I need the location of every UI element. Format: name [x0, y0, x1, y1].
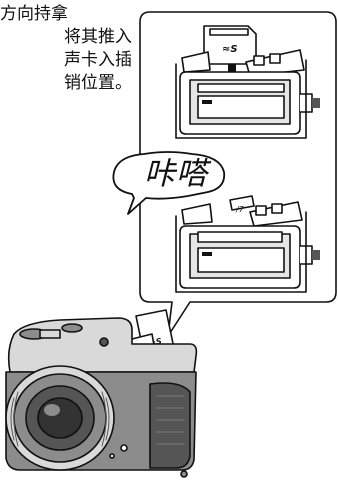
instruction-line-3: 声卡入插 [64, 50, 132, 70]
instruction-line-1: 方向持拿 [0, 4, 68, 24]
camera-grip [149, 382, 191, 469]
instruction-line-4: 销位置。 [64, 73, 132, 93]
battery-door-upper [181, 51, 211, 73]
svg-text:≈S: ≈S [149, 337, 163, 348]
instruction-line-2: 将其推入 [64, 27, 132, 47]
click-speech-bubble [112, 151, 226, 215]
battery-door-lower [181, 203, 213, 225]
camera-body-illustration: ≈S [5, 309, 198, 478]
click-sound-effect: 咔嗒 [144, 156, 208, 192]
sd-card-logo-upper: ≈S [222, 44, 238, 55]
upper-detail: ≈S [175, 25, 320, 139]
sd-card-seated [197, 231, 283, 243]
svg-text:/7: /7 [235, 205, 245, 214]
lower-detail: /7 [175, 195, 320, 293]
instruction-text: 方向持拿 将其推入 声卡入插 销位置。 [0, 3, 132, 95]
